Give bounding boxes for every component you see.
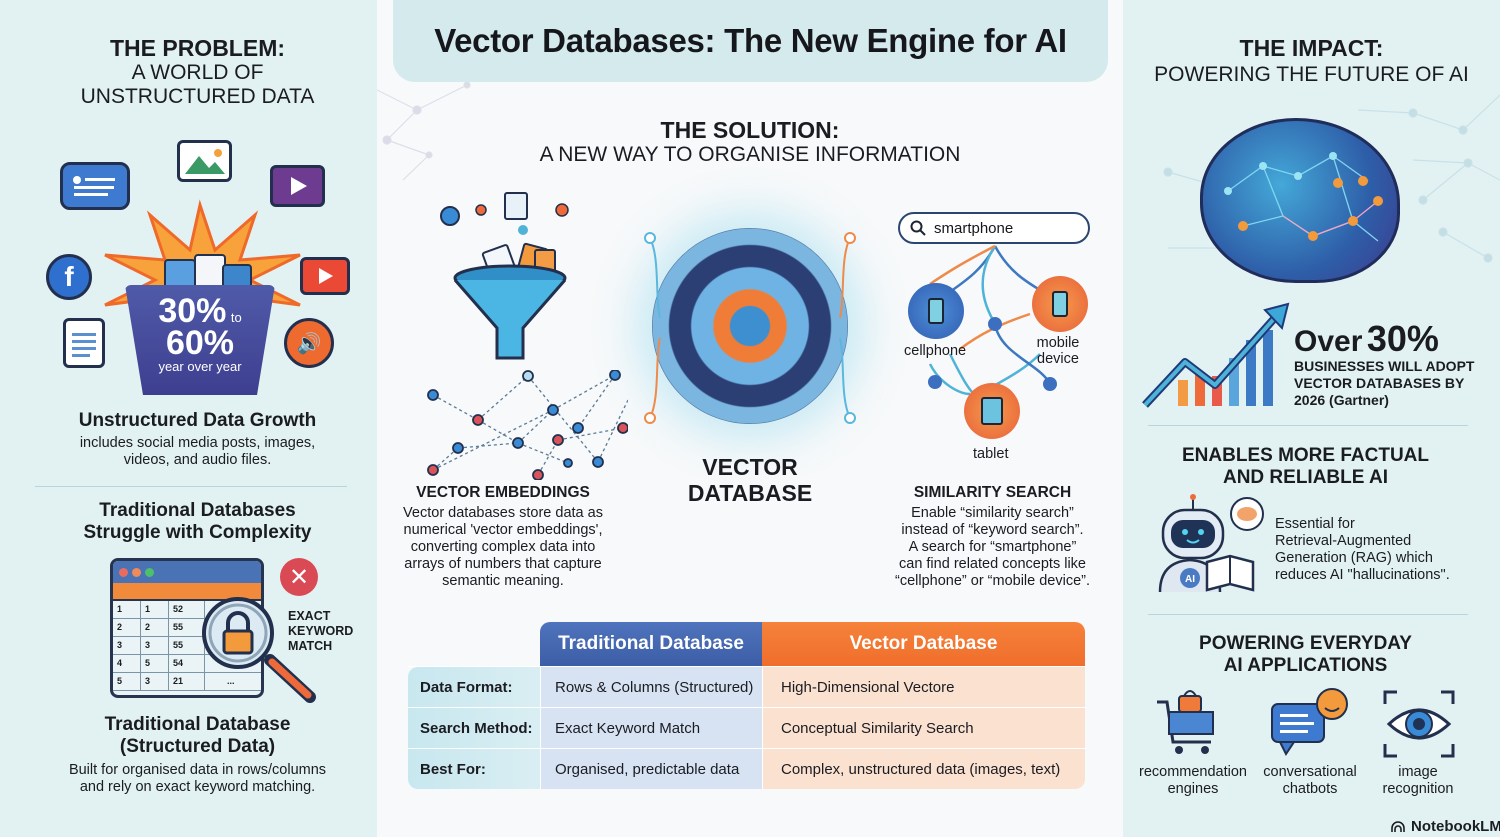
video-icon [270, 165, 325, 207]
growth-stat: 30% to 60% year over year [158, 292, 242, 374]
exact-keyword-label: EXACT KEYWORD MATCH [288, 609, 354, 653]
magnifier-lock-icon [202, 597, 316, 703]
audio-icon: 🔊 [284, 318, 334, 368]
vector-network-icon [427, 370, 628, 480]
app-recommendation-engines: recommendation engines [1139, 764, 1247, 797]
mobile-device-label: mobile device [1036, 335, 1080, 367]
search-input[interactable]: smartphone [898, 212, 1090, 244]
vector-database-gear-icon [652, 228, 848, 424]
chat-bubble-icon [60, 162, 130, 210]
cellphone-node-icon [908, 283, 964, 339]
ai-badge: AI [1185, 574, 1195, 585]
tablet-node-icon [964, 383, 1020, 439]
notebooklm-logo: NotebookLM [1390, 818, 1500, 835]
app-image-recognition: image recognition [1382, 764, 1454, 797]
funnel-icon [440, 192, 569, 360]
section-divider [1148, 425, 1468, 426]
circuit-lines-icon [644, 232, 856, 424]
embeddings-section: VECTOR EMBEDDINGS Vector databases store… [403, 484, 603, 589]
table-row: Best For: Organised, predictable data Co… [408, 748, 1085, 789]
solution-heading: THE SOLUTION: A NEW WAY TO ORGANISE INFO… [539, 117, 961, 167]
adoption-stat-desc: BUSINESSES WILL ADOPT VECTOR DATABASES B… [1294, 358, 1475, 408]
chatbot-icon [1271, 688, 1348, 756]
factual-ai-heading: ENABLES MORE FACTUAL AND RELIABLE AI [1182, 445, 1429, 488]
comparison-table-header: Traditional Database Vector Database [408, 622, 1085, 666]
comparison-table: Traditional Database Vector Database Dat… [408, 622, 1085, 789]
notebooklm-icon [1391, 820, 1405, 832]
facebook-icon: f [46, 254, 92, 300]
section-divider [1148, 614, 1468, 615]
header-traditional-database: Traditional Database [540, 622, 762, 666]
factual-ai-desc: Essential for Retrieval-Augmented Genera… [1275, 516, 1450, 583]
network-background-icon [1163, 94, 1500, 263]
applications-heading: POWERING EVERYDAY AI APPLICATIONS [1199, 633, 1412, 676]
data-bucket-icon [125, 285, 275, 395]
image-icon [177, 140, 232, 182]
search-icon [910, 220, 926, 236]
traditional-db-section: Traditional Database (Structured Data) B… [68, 714, 327, 795]
tablet-label: tablet [973, 446, 1009, 462]
similarity-section: SIMILARITY SEARCH Enable “similarity sea… [894, 484, 1091, 589]
page-title: Vector Databases: The New Engine for AI [434, 22, 1067, 59]
title-banner: Vector Databases: The New Engine for AI [393, 0, 1108, 82]
table-row: Data Format: Rows & Columns (Structured)… [408, 666, 1085, 707]
robot-reading-icon: AI [1158, 494, 1264, 593]
network-background-icon [377, 81, 471, 181]
table-row: Search Method: Exact Keyword Match Conce… [408, 707, 1085, 748]
vector-database-label: VECTOR DATABASE [687, 454, 813, 506]
document-icon [63, 318, 105, 368]
eye-recognition-icon [1383, 690, 1455, 758]
shopping-cart-icon [1157, 690, 1214, 754]
adoption-stat: Over 30% [1294, 318, 1439, 359]
growth-section: Unstructured Data Growth includes social… [78, 410, 317, 468]
error-x-icon: ✕ [280, 558, 318, 596]
youtube-icon [300, 257, 350, 295]
mobile-device-node-icon [1032, 276, 1088, 332]
app-conversational-chatbots: conversational chatbots [1263, 764, 1357, 797]
cellphone-label: cellphone [904, 343, 967, 359]
problem-heading: THE PROBLEM: A WORLD OF UNSTRUCTURED DAT… [80, 35, 315, 109]
growth-chart-icon [1142, 302, 1290, 408]
section-divider [35, 486, 347, 487]
impact-heading: THE IMPACT: POWERING THE FUTURE OF AI [1154, 35, 1469, 87]
brain-network-icon [1200, 118, 1400, 283]
struggle-heading: Traditional Databases Struggle with Comp… [83, 500, 312, 543]
header-vector-database: Vector Database [762, 622, 1085, 666]
